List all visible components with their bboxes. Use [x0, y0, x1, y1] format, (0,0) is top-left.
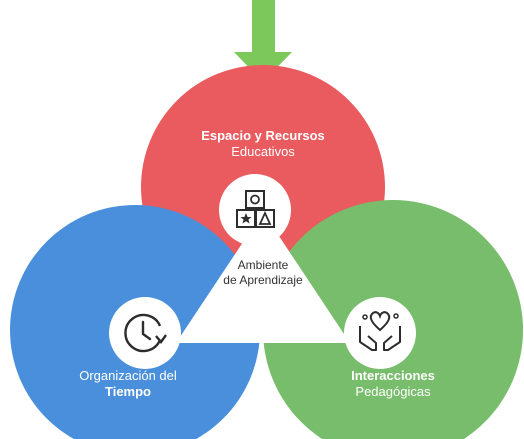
label-interacciones: Interacciones Pedagógicas [308, 368, 478, 400]
caring-hands-heart-icon [344, 297, 416, 369]
label-ambiente-aprendizaje: Ambiente de Aprendizaje [183, 258, 343, 288]
label-ambiente-line1: Ambiente [237, 258, 289, 272]
down-arrow-icon [234, 0, 292, 82]
center-triangle [176, 212, 350, 343]
label-espacio-recursos: Espacio y Recursos Educativos [163, 128, 363, 160]
label-organizacion-tiempo: Organización del Tiempo [43, 368, 213, 400]
label-organizacion-line2: Tiempo [105, 384, 151, 399]
label-interacciones-line1: Interacciones [351, 368, 435, 383]
clock-icon [109, 297, 181, 369]
label-organizacion-line1: Organización del [79, 368, 177, 383]
label-espacio-line1: Espacio y Recursos [201, 128, 325, 143]
label-ambiente-line2: de Aprendizaje [223, 273, 303, 287]
blocks-icon [219, 174, 291, 246]
label-espacio-line2: Educativos [231, 144, 295, 159]
label-interacciones-line2: Pedagógicas [355, 384, 431, 399]
